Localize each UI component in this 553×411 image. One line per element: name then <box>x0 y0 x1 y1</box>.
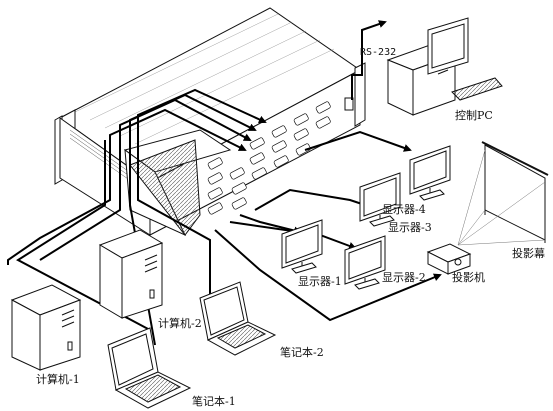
screen-label: 投影幕 <box>512 247 545 260</box>
monitor-2 <box>344 235 386 290</box>
monitor-2-label: 显示器-2 <box>382 271 426 284</box>
projector <box>426 243 472 275</box>
computer-2 <box>98 229 164 319</box>
control-pc <box>386 17 503 116</box>
computer-2-label: 计算机-2 <box>158 317 202 330</box>
laptop-2-label: 笔记本-2 <box>280 346 324 359</box>
monitor-3-label: 显示器-3 <box>388 221 432 234</box>
projection-screen <box>457 141 549 246</box>
laptop-2 <box>199 281 277 356</box>
monitor-1-label: 显示器-1 <box>298 275 342 288</box>
computer-1-label: 计算机-1 <box>36 373 80 386</box>
laptop-1 <box>107 327 192 409</box>
laptop-1-label: 笔记本-1 <box>192 395 236 408</box>
computer-1 <box>10 284 82 371</box>
rs232-label: RS-232 <box>360 47 397 58</box>
projector-label: 投影机 <box>452 271 485 284</box>
control-pc-label: 控制PC <box>455 109 493 122</box>
monitor-4-label: 显示器-4 <box>382 203 426 216</box>
vga-port-grid <box>207 101 331 215</box>
monitor-1 <box>281 219 323 274</box>
monitor-4 <box>409 145 451 201</box>
monitor-3 <box>359 172 401 227</box>
